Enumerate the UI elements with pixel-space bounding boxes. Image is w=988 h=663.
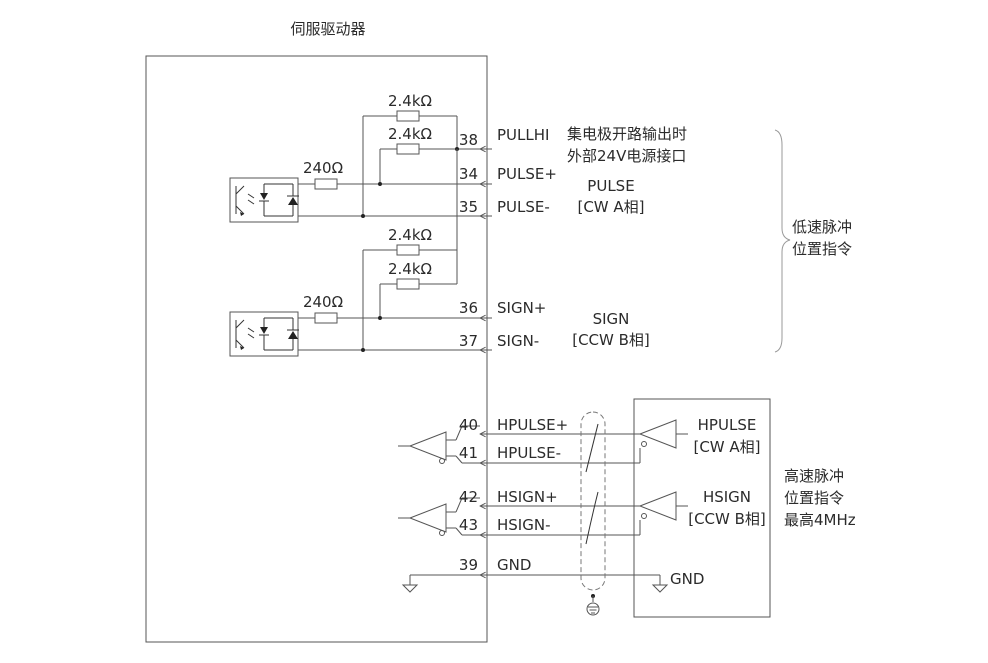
pin-labels: 38 PULLHI 34 PULSE+ 35 PULSE- 36 SIGN+ 3… bbox=[459, 126, 557, 350]
pulse-bottom-resistor-label: 2.4kΩ bbox=[388, 125, 432, 143]
pulse-optocoupler-icon bbox=[229, 177, 299, 223]
pulse-bottom-resistor bbox=[396, 143, 420, 155]
controller-ground-icon bbox=[651, 575, 669, 593]
pin-number: 43 bbox=[459, 516, 478, 534]
sign-series-resistor bbox=[314, 312, 338, 324]
high-speed-note-line2: 位置指令 bbox=[784, 489, 844, 507]
hsign-receiver-icon bbox=[398, 497, 463, 536]
controller-box bbox=[633, 398, 771, 618]
pulse-series-resistor-label: 240Ω bbox=[303, 159, 343, 177]
pin-number: 39 bbox=[459, 556, 478, 574]
sign-signal-label: SIGN bbox=[593, 310, 630, 328]
hpulse-receiver-icon bbox=[398, 425, 463, 464]
sign-top-resistor-label: 2.4kΩ bbox=[388, 226, 432, 244]
low-speed-pin-arrows bbox=[480, 149, 492, 350]
pin-number: 42 bbox=[459, 488, 478, 506]
pin-name: PULSE- bbox=[497, 198, 550, 216]
shielded-cable-icon bbox=[580, 411, 606, 616]
pin-name: HSIGN+ bbox=[497, 488, 558, 506]
low-speed-note-line1: 低速脉冲 bbox=[792, 218, 852, 236]
sign-series-resistor-label: 240Ω bbox=[303, 293, 343, 311]
open-collector-note-line1: 集电极开路输出时 bbox=[567, 125, 687, 143]
pin-number: 35 bbox=[459, 198, 478, 216]
pulse-input-circuit bbox=[229, 110, 480, 223]
pin-number: 36 bbox=[459, 299, 478, 317]
pin-name: SIGN- bbox=[497, 332, 539, 350]
low-speed-brace bbox=[774, 129, 791, 353]
high-speed-note-line1: 高速脉冲 bbox=[784, 467, 844, 485]
sign-bottom-resistor-label: 2.4kΩ bbox=[388, 260, 432, 278]
pin-name: HPULSE+ bbox=[497, 416, 568, 434]
high-speed-note-line3: 最高4MHz bbox=[784, 511, 856, 529]
pulse-top-resistor bbox=[396, 110, 420, 122]
hsign-phase-label: [CCW B相] bbox=[688, 510, 766, 528]
high-speed-wires bbox=[480, 434, 660, 575]
hpulse-signal-label: HPULSE bbox=[698, 416, 757, 434]
pin-number: 37 bbox=[459, 332, 478, 350]
hsign-driver-icon bbox=[638, 491, 688, 535]
pin-name: HSIGN- bbox=[497, 516, 550, 534]
hpulse-driver-icon bbox=[638, 419, 688, 463]
drive-ground-icon bbox=[401, 574, 480, 593]
pin-name: PULSE+ bbox=[497, 165, 557, 183]
hsign-signal-label: HSIGN bbox=[703, 488, 751, 506]
pulse-top-resistor-label: 2.4kΩ bbox=[388, 92, 432, 110]
sign-phase-label: [CCW B相] bbox=[572, 331, 650, 349]
pin-name: PULLHI bbox=[497, 126, 549, 144]
pin-number: 40 bbox=[459, 416, 478, 434]
drive-title: 伺服驱动器 bbox=[290, 20, 365, 38]
pin-number: 34 bbox=[459, 165, 478, 183]
pin-number: 38 bbox=[459, 131, 478, 149]
controller-gnd-label: GND bbox=[670, 570, 704, 588]
sign-optocoupler-icon bbox=[229, 311, 299, 357]
sign-bottom-resistor bbox=[396, 278, 420, 290]
sign-top-resistor bbox=[396, 244, 420, 256]
sign-input-circuit bbox=[229, 149, 480, 357]
pulse-signal-label: PULSE bbox=[587, 177, 634, 195]
pin-name: HPULSE- bbox=[497, 444, 561, 462]
pin-name: SIGN+ bbox=[497, 299, 546, 317]
low-speed-note-line2: 位置指令 bbox=[792, 240, 852, 258]
pin-name: GND bbox=[497, 556, 531, 574]
pulse-phase-label: [CW A相] bbox=[577, 198, 644, 216]
hpulse-phase-label: [CW A相] bbox=[693, 438, 760, 456]
pin-number: 41 bbox=[459, 444, 478, 462]
pulse-series-resistor bbox=[314, 178, 338, 190]
open-collector-note-line2: 外部24V电源接口 bbox=[567, 147, 686, 165]
servo-drive-box bbox=[145, 55, 488, 643]
